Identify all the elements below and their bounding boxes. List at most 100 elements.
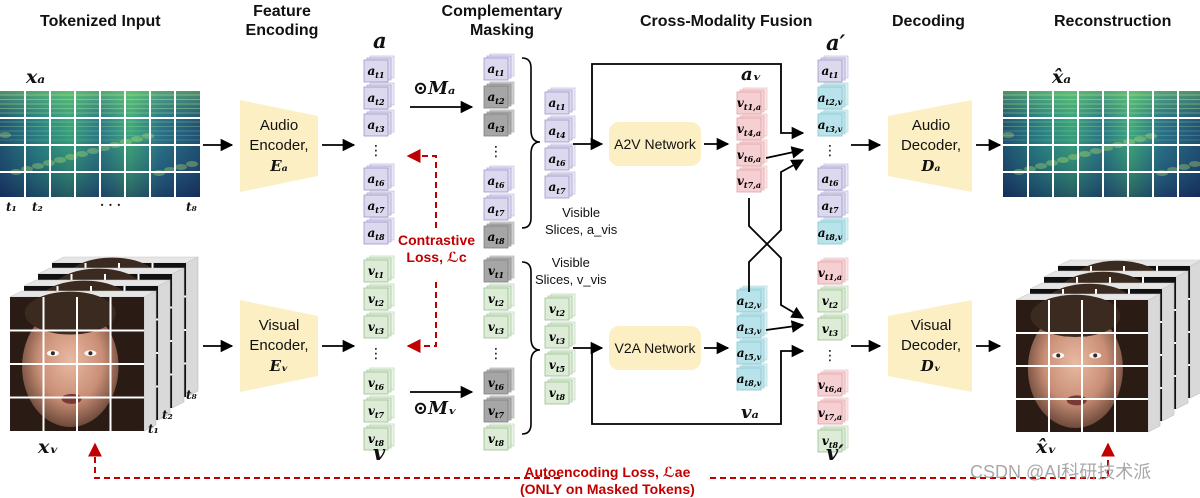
cross-av-to-vprime <box>748 198 805 319</box>
visual-encoder-line1: Visual <box>258 317 300 334</box>
time-label-t8: t₈ <box>186 200 197 214</box>
audio-token: at6 <box>363 163 395 191</box>
video-token: vt1 <box>363 255 395 283</box>
token-label: vt2 <box>368 292 385 308</box>
token-label: vt3 <box>822 322 839 338</box>
token-label: at8 <box>367 226 384 242</box>
visible-audio-line1: Visible <box>562 205 601 220</box>
v-prime-token: vt1,a <box>817 257 849 285</box>
arrow-va-to-vprime <box>765 320 805 333</box>
symbol-a-prime: a′ <box>826 30 846 55</box>
token-label: vt8 <box>822 434 839 450</box>
token-label: at5,v <box>737 346 762 362</box>
time-label-dots: · · · <box>100 198 121 212</box>
contrastive-arrow-down <box>406 282 437 353</box>
contrastive-line1: Contrastive <box>398 232 476 248</box>
visible-audio-token: at1 <box>544 87 576 115</box>
contrastive-line2: Loss, ℒc <box>406 249 467 265</box>
token-label: vt1,a <box>818 266 842 282</box>
time-label-t1: t₁ <box>6 200 17 214</box>
token-label: at2,v <box>737 294 762 310</box>
masked-audio-token: at8 <box>483 221 515 249</box>
masked-audio-ellipsis: ⋮ <box>489 144 503 160</box>
visible-video-line2: Slices, v_vis <box>535 272 607 287</box>
audio-encoder-symbol: Eₐ <box>270 157 288 175</box>
visual-decoder-symbol: Dᵥ <box>920 357 942 375</box>
masked-video-token: vt2 <box>483 283 515 311</box>
visible-audio-token: at7 <box>544 171 576 199</box>
visual-encoder-line2: Encoder, <box>249 337 309 354</box>
visible-video-token: vt2 <box>544 293 576 321</box>
symbol-v-a: vₐ <box>741 402 759 423</box>
audio-token: at2 <box>363 82 395 110</box>
token-label: vt7 <box>368 404 385 420</box>
visible-video-token: vt8 <box>544 377 576 405</box>
audio-ellipsis: ⋮ <box>369 143 383 159</box>
reconstructed-spectrogram <box>1002 91 1200 197</box>
token-label: vt7,a <box>737 174 761 190</box>
token-label: vt6,a <box>818 378 842 394</box>
v-prime-token: vt7,a <box>817 397 849 425</box>
token-label: vt6,a <box>737 148 761 164</box>
visual-encoder-symbol: Eᵥ <box>269 357 289 375</box>
masked-video-token: vt1 <box>483 255 515 283</box>
token-label: vt8 <box>368 432 385 448</box>
va-token: at8,v <box>736 363 768 391</box>
masked-video-token: vt7 <box>483 395 515 423</box>
av-token: vt4,a <box>736 113 768 141</box>
token-label: at7 <box>487 202 504 218</box>
token-label: at7 <box>821 199 838 215</box>
masked-video-ellipsis: ⋮ <box>489 346 503 362</box>
a-prime-token: at6 <box>817 163 849 191</box>
symbol-xhat-a: x̂ₐ <box>1052 66 1072 88</box>
token-label: vt8 <box>549 386 566 402</box>
av-token: vt1,a <box>736 87 768 115</box>
video-ellipsis: ⋮ <box>369 346 383 362</box>
autoencoding-arrow-left <box>88 442 560 479</box>
token-label: at8,v <box>818 226 843 242</box>
token-label: at7 <box>367 199 384 215</box>
audio-token: at7 <box>363 190 395 218</box>
audio-token: at3 <box>363 109 395 137</box>
a-prime-ellipsis: ⋮ <box>823 143 837 159</box>
token-label: at4 <box>548 124 565 140</box>
audio-encoder-shape <box>240 100 318 192</box>
symbol-x-a: xₐ <box>26 66 46 88</box>
a2v-network: A2V Network <box>609 122 701 166</box>
masked-video-token: vt6 <box>483 367 515 395</box>
v-prime-token: vt2 <box>817 285 849 313</box>
video-time-label-t2: t₂ <box>162 408 173 422</box>
symbol-v-prime: v′ <box>826 440 844 465</box>
token-label: at2 <box>367 91 384 107</box>
token-label: at6 <box>367 172 384 188</box>
time-label-t2: t₂ <box>32 200 43 214</box>
audio-token: at1 <box>363 55 395 83</box>
token-label: vt1 <box>488 264 504 280</box>
token-label: vt6 <box>488 376 505 392</box>
token-label: vt1 <box>368 264 384 280</box>
audio-decoder-line1: Audio <box>911 117 951 134</box>
v-prime-token: vt6,a <box>817 369 849 397</box>
symbol-v: v <box>373 440 386 465</box>
token-label: at1 <box>548 96 565 112</box>
audio-encoder-line2: Encoder, <box>249 137 309 154</box>
token-label: vt2 <box>488 292 505 308</box>
complementary-masking-line-1: Complementary <box>441 3 563 20</box>
masked-audio-token: at7 <box>483 193 515 221</box>
audio-decoder-label: Audio Decoder, Dₐ <box>892 116 970 176</box>
watermark-text: CSDN @AI科研技术派 <box>970 462 1152 482</box>
masked-audio-token: at2 <box>483 81 515 109</box>
header-tokenized-input: Tokenized Input <box>40 13 161 30</box>
token-label: vt3 <box>488 320 505 336</box>
token-label: at1 <box>487 62 504 78</box>
